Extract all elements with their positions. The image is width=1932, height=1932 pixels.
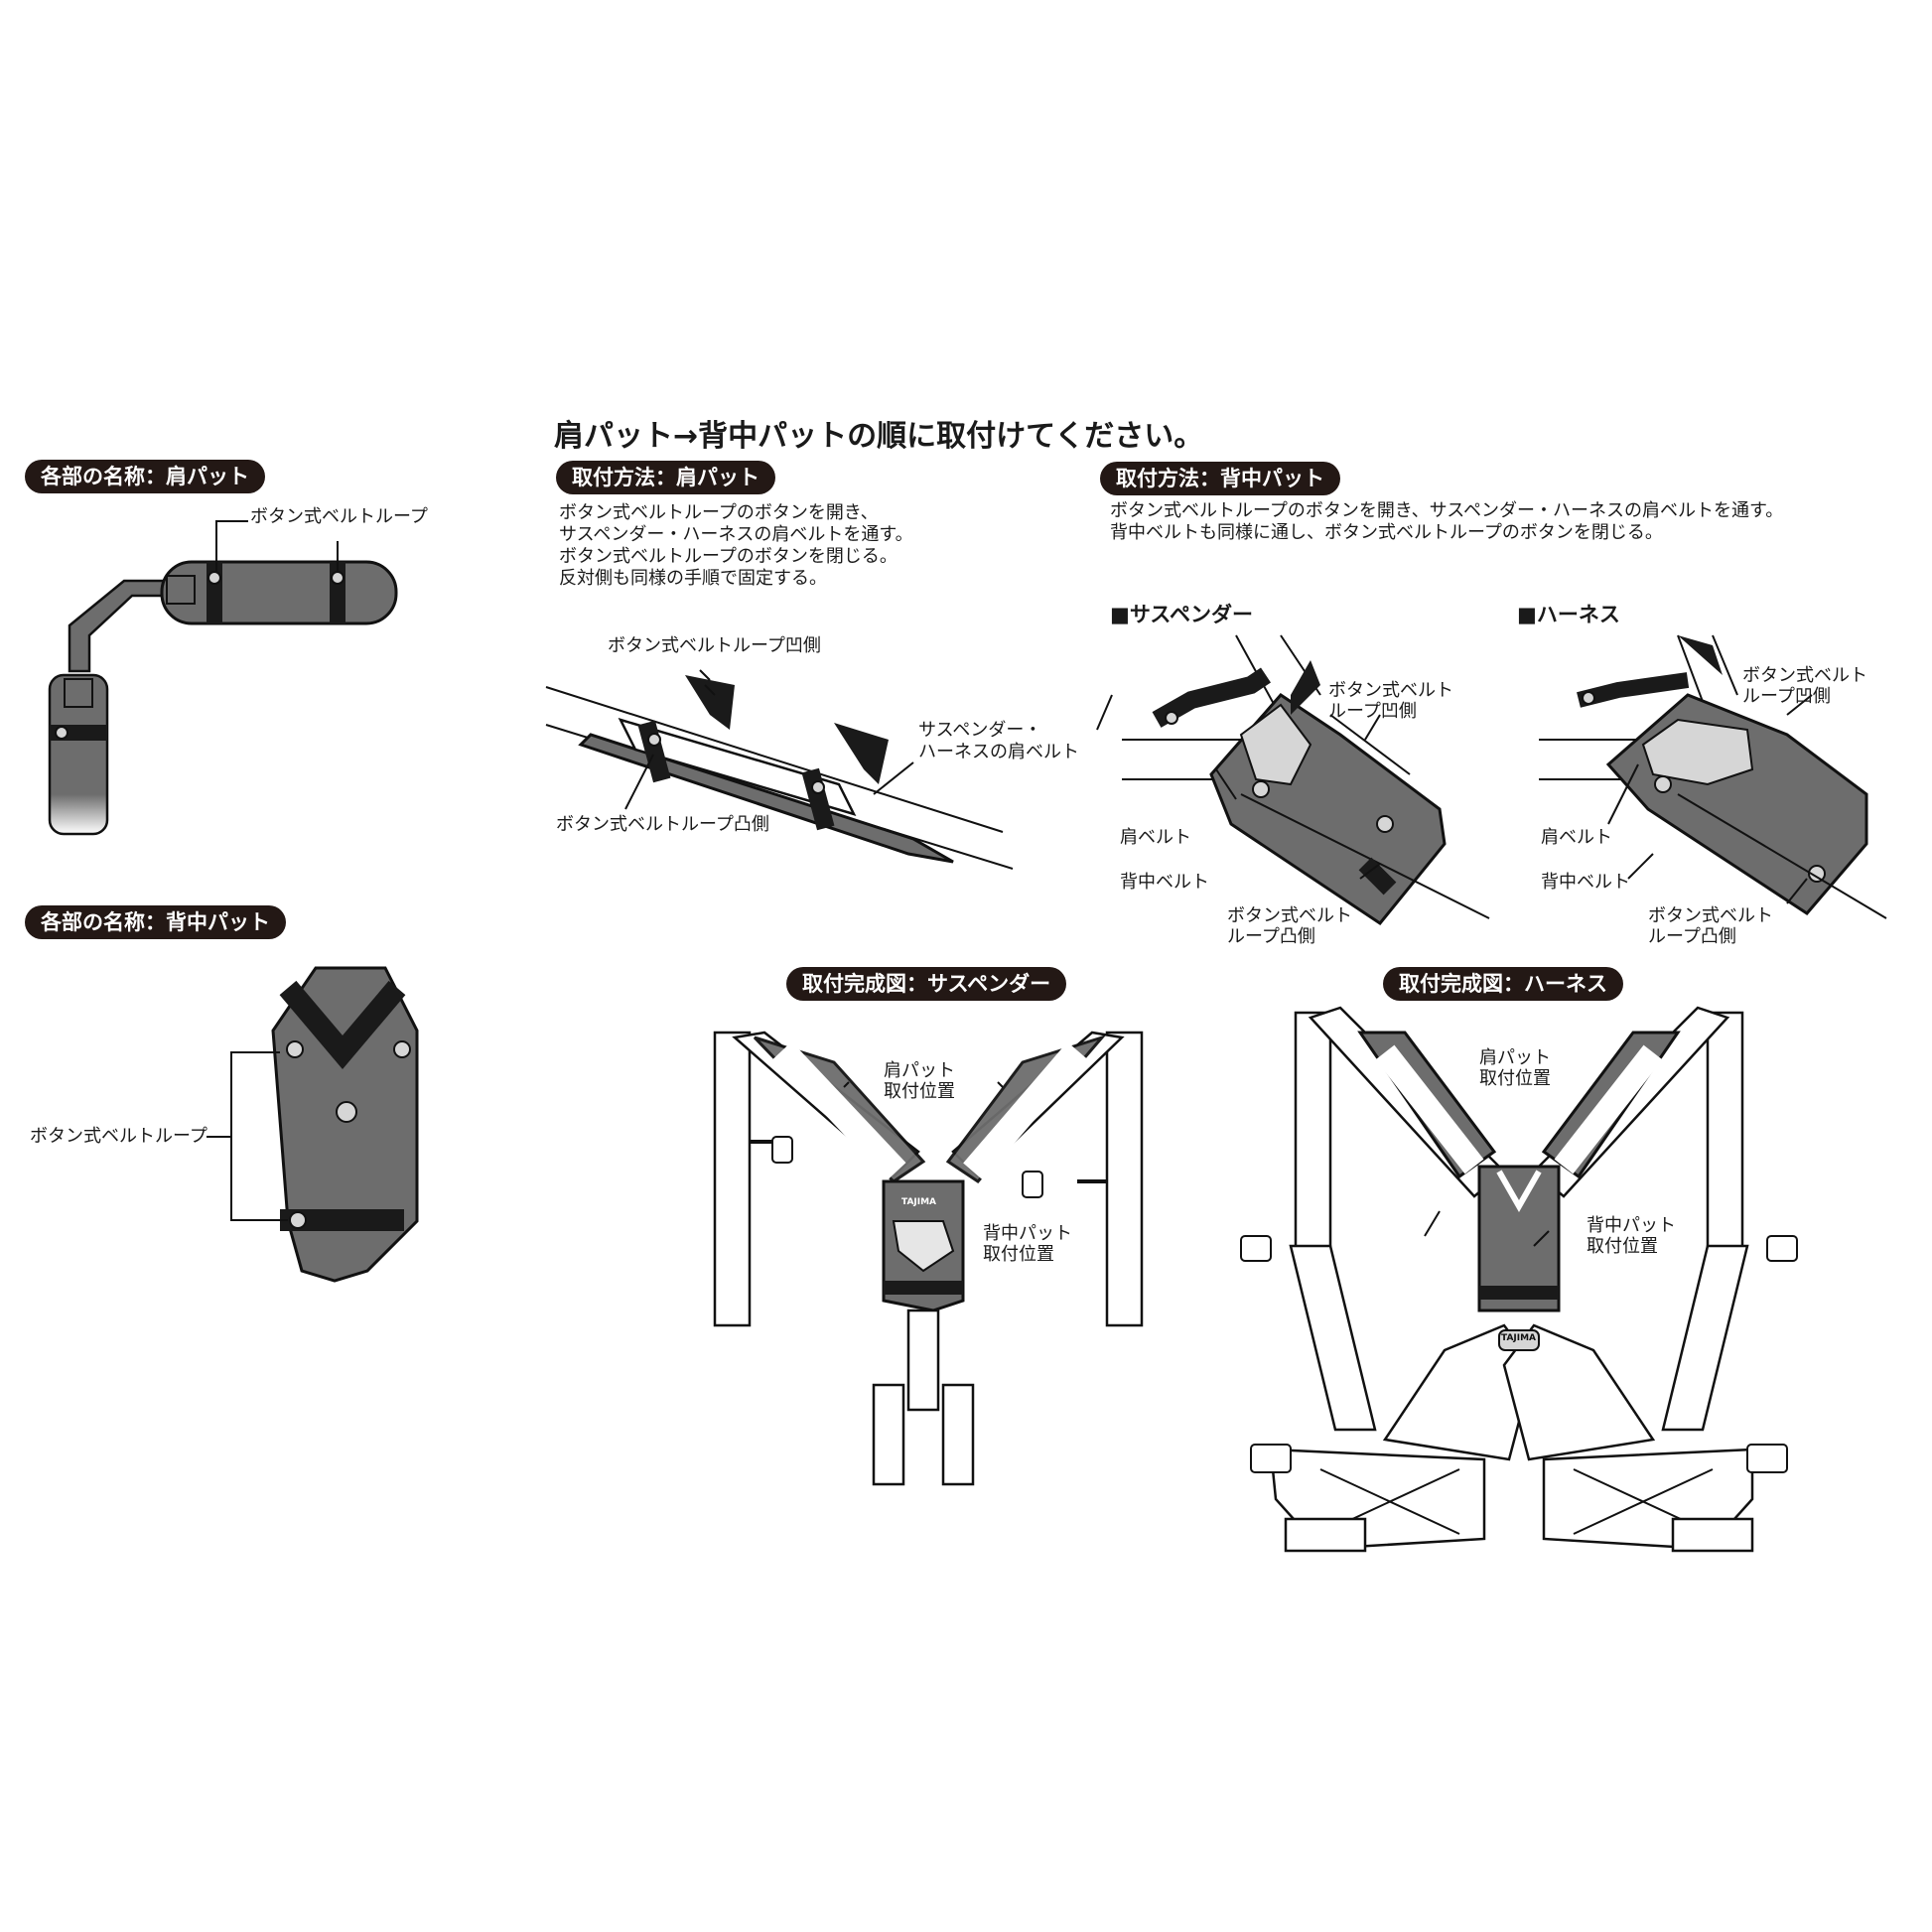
complete-suspender-back-line-2: 取付位置 — [983, 1244, 1054, 1265]
suspender-heading: ■サスペンダー — [1110, 603, 1253, 626]
install-shoulder-belt-label: サスペンダー・ ハーネスの肩ベルト — [918, 720, 1079, 763]
suspender-back-belt-label: 背中ベルト — [1120, 872, 1209, 893]
complete-suspender-badge: 取付完成図：サスペンダー — [786, 967, 1067, 1001]
complete-harness-brand: TAJIMA — [1501, 1333, 1537, 1343]
harness-convex-line-1: ボタン式ベルト — [1648, 905, 1773, 926]
complete-suspender-back-line-1: 背中パット — [983, 1223, 1072, 1244]
install-shoulder-instructions: ボタン式ベルトループのボタンを開き、 サスペンダー・ハーネスの肩ベルトを通す。 … — [559, 502, 913, 590]
suspender-convex-line-1: ボタン式ベルト — [1227, 905, 1352, 926]
main-title: 肩パット→背中パットの順に取付けてください。 — [554, 419, 1204, 454]
complete-harness-shoulder-line-2: 取付位置 — [1479, 1068, 1551, 1089]
harness-concave-line-2: ループ凹側 — [1742, 686, 1831, 707]
complete-suspender-illustration — [713, 1031, 1144, 1486]
parts-shoulder-loop-label: ボタン式ベルトループ — [250, 506, 428, 527]
complete-harness-back-line-1: 背中パット — [1587, 1215, 1676, 1236]
install-shoulder-convex-label: ボタン式ベルトループ凸側 — [556, 814, 769, 835]
install-back-line-2: 背中ベルトも同様に通し、ボタン式ベルトループのボタンを閉じる。 — [1110, 522, 1663, 543]
install-back-instructions: ボタン式ベルトループのボタンを開き、サスペンダー・ハーネスの肩ベルトを通す。 背… — [1110, 500, 1783, 544]
harness-shoulder-belt-label: 肩ベルト — [1541, 827, 1612, 848]
install-back-suspender-illustration — [1122, 634, 1490, 926]
install-shoulder-belt-line-2: ハーネスの肩ベルト — [918, 742, 1079, 762]
label-leader-lines — [1096, 694, 1813, 1247]
install-shoulder-illustration — [545, 669, 1014, 870]
harness-convex-label: ボタン式ベルト ループ凸側 — [1648, 905, 1773, 947]
harness-concave-line-1: ボタン式ベルト — [1742, 665, 1867, 686]
harness-concave-label: ボタン式ベルト ループ凹側 — [1742, 665, 1867, 707]
install-back-line-1: ボタン式ベルトループのボタンを開き、サスペンダー・ハーネスの肩ベルトを通す。 — [1110, 500, 1784, 521]
complete-suspender-shoulder-line-1: 肩パット — [884, 1060, 955, 1081]
install-shoulder-line-2: サスペンダー・ハーネスの肩ベルトを通す。 — [559, 524, 913, 545]
suspender-concave-line-1: ボタン式ベルト — [1328, 680, 1453, 701]
complete-harness-badge: 取付完成図：ハーネス — [1383, 967, 1623, 1001]
suspender-convex-label: ボタン式ベルト ループ凸側 — [1227, 905, 1352, 947]
install-shoulder-line-3: ボタン式ベルトループのボタンを閉じる。 — [559, 546, 897, 567]
complete-suspender-back-label: 背中パット 取付位置 — [983, 1223, 1072, 1265]
parts-back-loop-label: ボタン式ベルトループ — [30, 1126, 207, 1147]
suspender-convex-line-2: ループ凸側 — [1227, 926, 1315, 947]
harness-heading: ■ハーネス — [1517, 603, 1620, 626]
parts-shoulder-badge: 各部の名称：肩パット — [25, 460, 265, 493]
complete-suspender-shoulder-line-2: 取付位置 — [884, 1081, 955, 1102]
install-back-harness-illustration — [1539, 634, 1887, 919]
back-pad-parts-illustration — [207, 966, 419, 1283]
install-shoulder-line-1: ボタン式ベルトループのボタンを開き、 — [559, 502, 879, 523]
harness-convex-line-2: ループ凸側 — [1648, 926, 1736, 947]
parts-back-badge: 各部の名称：背中パット — [25, 905, 286, 939]
complete-harness-back-line-2: 取付位置 — [1587, 1236, 1658, 1257]
install-shoulder-line-4: 反対側も同様の手順で固定する。 — [559, 568, 827, 589]
complete-suspender-brand: TAJIMA — [901, 1197, 937, 1207]
install-shoulder-badge: 取付方法：肩パット — [556, 461, 775, 494]
shoulder-pad-parts-illustration — [48, 520, 398, 836]
suspender-shoulder-belt-label: 肩ベルト — [1120, 827, 1191, 848]
harness-back-belt-label: 背中ベルト — [1541, 872, 1630, 893]
install-back-badge: 取付方法：背中パット — [1100, 462, 1340, 495]
install-shoulder-concave-label: ボタン式ベルトループ凹側 — [608, 635, 821, 656]
install-shoulder-belt-line-1: サスペンダー・ — [918, 720, 1042, 741]
complete-suspender-shoulder-label: 肩パット 取付位置 — [884, 1060, 955, 1102]
complete-harness-shoulder-line-1: 肩パット — [1479, 1047, 1551, 1068]
complete-harness-shoulder-label: 肩パット 取付位置 — [1479, 1047, 1551, 1089]
complete-harness-back-label: 背中パット 取付位置 — [1587, 1215, 1676, 1257]
suspender-concave-label: ボタン式ベルト ループ凹側 — [1328, 680, 1453, 722]
complete-harness-illustration — [1240, 1006, 1798, 1553]
suspender-concave-line-2: ループ凹側 — [1328, 701, 1417, 722]
